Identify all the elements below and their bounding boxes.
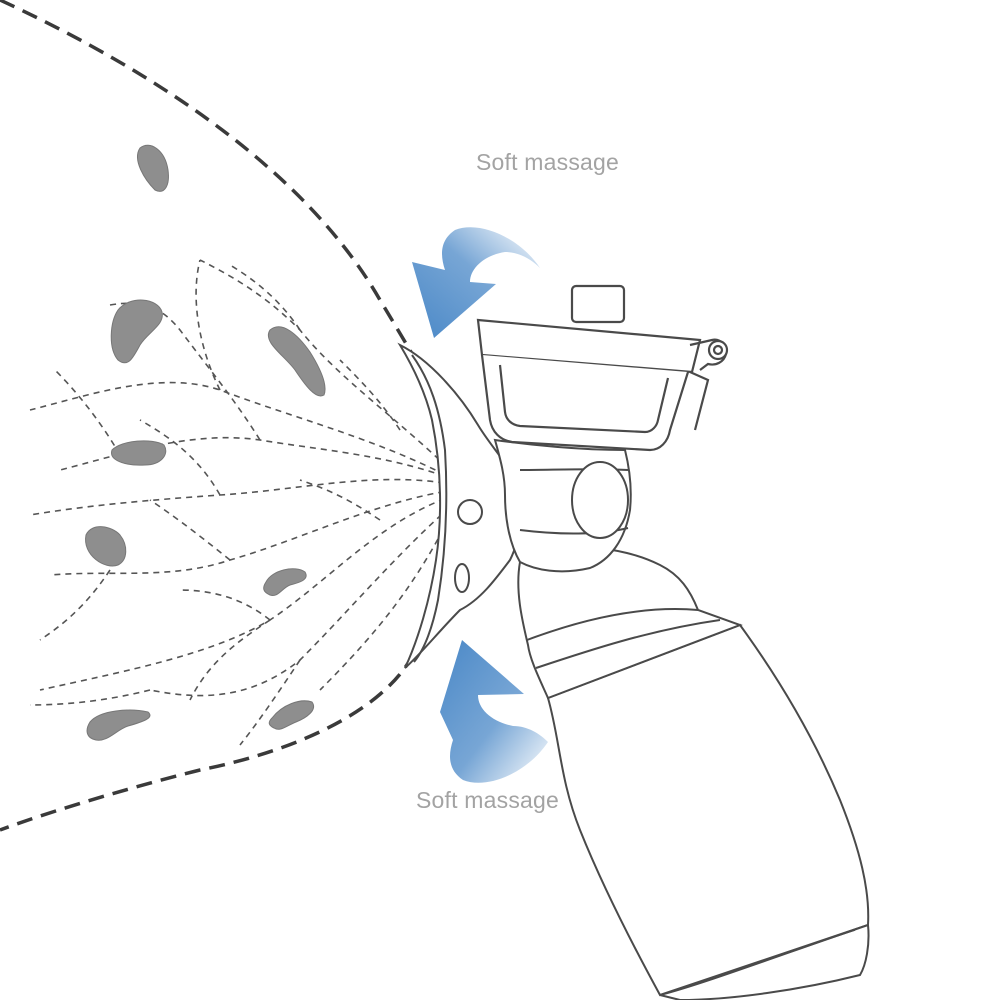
bottle	[546, 623, 870, 1000]
breast-shield	[397, 342, 522, 669]
curved-arrow-down-left-icon	[412, 227, 540, 338]
soft-massage-label-top: Soft massage	[476, 149, 620, 175]
milk-ducts	[29, 259, 459, 746]
lobules	[85, 144, 326, 741]
breast-contour	[0, 0, 498, 832]
curved-arrow-up-left-icon	[440, 640, 548, 783]
pump-neck	[493, 438, 632, 573]
soft-massage-label-bottom: Soft massage	[416, 787, 560, 813]
pump-head	[476, 284, 729, 452]
